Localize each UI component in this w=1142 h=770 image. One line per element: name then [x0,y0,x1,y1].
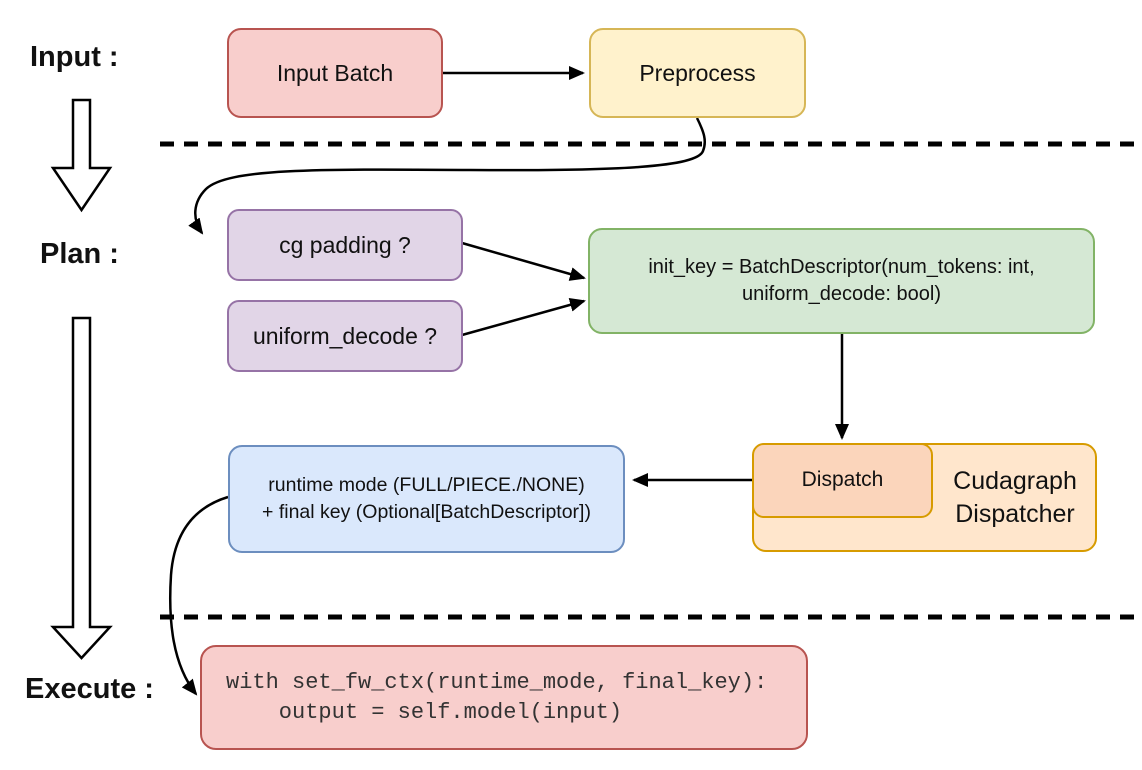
node-dispatch-label: Dispatch [801,468,884,492]
arrow-uniformdecode-to-initkey [461,298,586,337]
stage-label-input: Input : [30,41,119,73]
node-init-key-line2: uniform_decode: bool) [741,283,941,305]
node-input-batch-label: Input Batch [276,59,394,86]
node-init-key-line1: init_key = BatchDescriptor(num_tokens: i… [648,256,1035,278]
node-cg-padding-label: cg padding ? [279,231,411,258]
node-dispatch: Dispatch [752,443,933,518]
node-runtime-result: runtime mode (FULL/PIECE./NONE) + final … [228,445,625,553]
node-preprocess: Preprocess [589,28,806,118]
stage-label-plan: Plan : [40,238,119,270]
node-uniform-decode-label: uniform_decode ? [252,322,438,349]
node-input-batch: Input Batch [227,28,443,118]
node-cg-padding: cg padding ? [227,209,463,281]
node-cudagraph-dispatcher-label: Cudagraph Dispatcher [933,443,1097,552]
node-runtime-result-line1: runtime mode (FULL/PIECE./NONE) [268,474,585,496]
execute-code-line2: output = self.model(input) [226,699,623,725]
node-preprocess-label: Preprocess [639,59,756,86]
stage-arrow-input-to-plan-icon [50,98,113,213]
node-runtime-result-line2: + final key (Optional[BatchDescriptor]) [262,501,591,523]
node-uniform-decode: uniform_decode ? [227,300,463,372]
arrow-cgpadding-to-initkey [461,241,586,281]
execute-code-line1: with set_fw_ctx(runtime_mode, final_key)… [226,669,768,695]
node-init-key: init_key = BatchDescriptor(num_tokens: i… [588,228,1095,334]
cudagraph-dispatcher-line2: Dispatcher [955,499,1075,528]
cudagraph-dispatcher-line1: Cudagraph [953,466,1077,495]
node-execute-code: with set_fw_ctx(runtime_mode, final_key)… [200,645,808,750]
stage-label-execute: Execute : [25,673,154,705]
stage-arrow-plan-to-execute-icon [50,316,113,660]
